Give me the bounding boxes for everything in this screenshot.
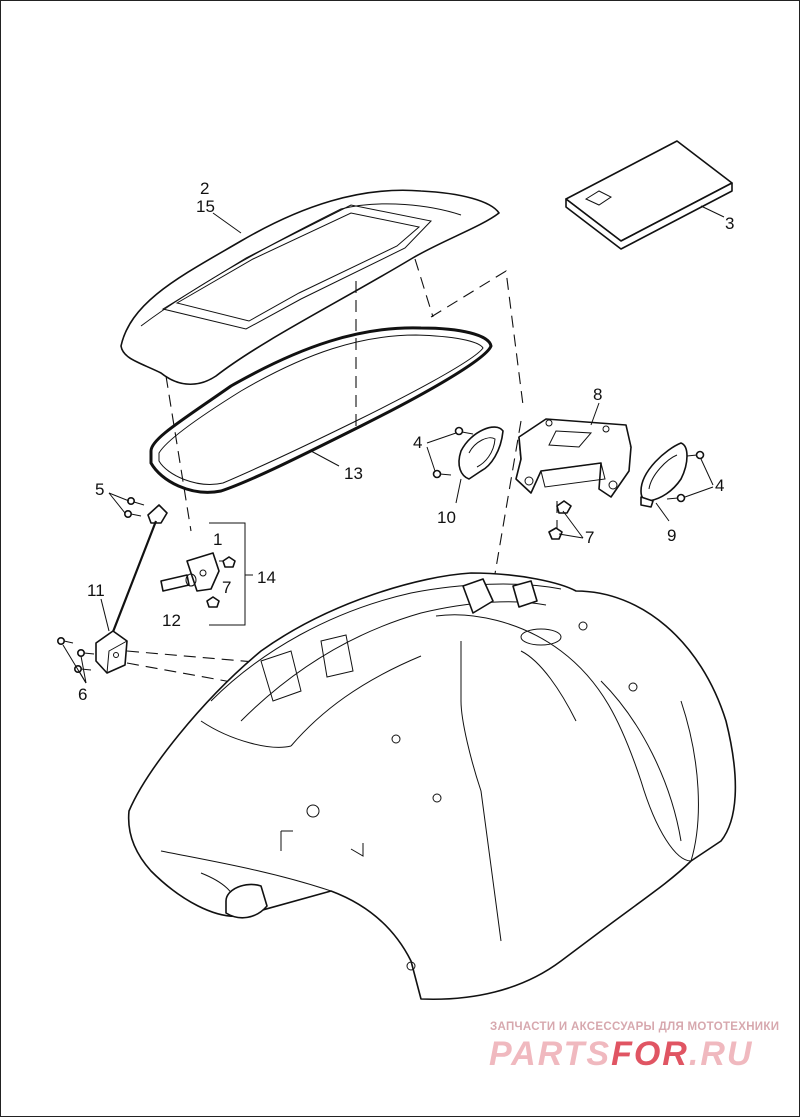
leader-lines xyxy=(62,432,714,684)
callout-13: 13 xyxy=(344,464,363,483)
hinge-cover-right xyxy=(640,442,688,522)
callout-4-left: 4 xyxy=(413,433,422,452)
hinge-bracket xyxy=(515,402,632,498)
catch-assembly xyxy=(160,522,253,626)
case-body xyxy=(127,572,737,1001)
watermark-brand-parts: PARTS xyxy=(489,1035,612,1073)
callout-4-right: 4 xyxy=(715,476,724,495)
screw-6-a xyxy=(56,636,74,645)
screws xyxy=(56,426,705,673)
hinge-cover-left xyxy=(455,426,504,504)
watermark-tagline: ЗАПЧАСТИ И АКСЕССУАРЫ ДЛЯ МОТОТЕХНИКИ xyxy=(490,1021,780,1033)
screw-7-bracket-upper xyxy=(556,500,572,514)
callout-6: 6 xyxy=(78,685,87,704)
callout-5: 5 xyxy=(95,480,104,499)
callout-1: 1 xyxy=(213,530,222,549)
watermark-brand-domain: .RU xyxy=(688,1035,754,1073)
screw-4-upper-left xyxy=(454,426,474,436)
callout-8: 8 xyxy=(593,385,602,404)
lid-stay-cable xyxy=(109,504,168,638)
callout-10: 10 xyxy=(437,508,456,527)
screw-4-lower-left xyxy=(432,469,452,479)
screw-5-b xyxy=(124,509,142,518)
lid-seal xyxy=(149,326,493,494)
screw-6-b xyxy=(77,648,95,657)
screw-4-lower-right xyxy=(666,493,686,503)
screw-7-bracket-lower xyxy=(548,527,563,540)
callout-7-catch: 7 xyxy=(222,578,231,597)
screw-4-upper-right xyxy=(686,450,705,460)
callout-11: 11 xyxy=(87,581,105,600)
watermark-brand-for: FOR xyxy=(611,1035,689,1073)
callout-12: 12 xyxy=(162,611,181,630)
callout-15: 15 xyxy=(196,197,215,216)
lid-latch xyxy=(95,598,128,674)
lid xyxy=(120,189,500,386)
callout-14: 14 xyxy=(257,568,276,587)
callout-labels: 2 15 3 8 4 4 13 10 9 7 5 1 14 7 11 12 6 xyxy=(78,179,734,704)
callout-7-bracket: 7 xyxy=(585,528,594,547)
callout-2: 2 xyxy=(200,179,209,198)
callout-9: 9 xyxy=(667,526,676,545)
callout-3: 3 xyxy=(725,214,734,233)
watermark-logo: PARTSFOR.RU xyxy=(489,1035,753,1074)
screw-5-a xyxy=(127,496,145,506)
owners-manual xyxy=(565,140,733,250)
